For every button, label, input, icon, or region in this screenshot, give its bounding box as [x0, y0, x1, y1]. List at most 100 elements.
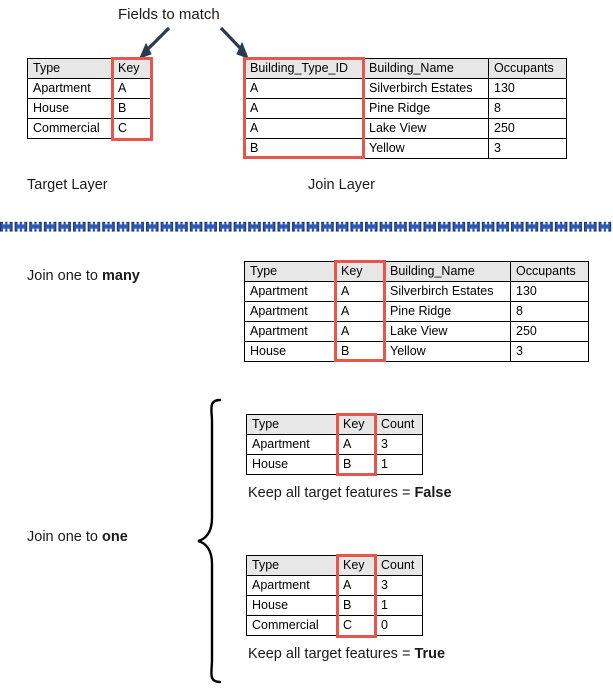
column-header: Key	[335, 261, 385, 282]
table-row: Apartment A Lake View 250	[244, 321, 589, 342]
cell: 3	[488, 138, 567, 159]
cell: Apartment	[244, 281, 336, 302]
one-to-one-false-table-wrap: Type Key Count Apartment A 3 House B 1	[246, 413, 423, 476]
join-layer-caption: Join Layer	[308, 177, 375, 193]
table-row: A Pine Ridge 8	[244, 98, 567, 119]
table-row: Apartment A Pine Ridge 8	[244, 301, 589, 322]
cell: Apartment	[244, 321, 336, 342]
target-layer-table-wrap: Type Key Apartment A House B Commercial …	[27, 57, 153, 141]
cell: A	[244, 98, 364, 119]
target-layer-caption: Target Layer	[27, 177, 108, 193]
cell: 130	[510, 281, 589, 302]
keep-all-false-label: Keep all target features = False	[248, 485, 452, 502]
table-row: House B Yellow 3	[244, 341, 589, 362]
keep-all-value: True	[414, 646, 446, 662]
column-header: Building_Name	[363, 58, 489, 79]
table-row: House B 1	[246, 454, 423, 475]
cell: 0	[375, 615, 423, 636]
target-layer-table: Type Key Apartment A House B Commercial …	[27, 58, 151, 139]
column-header: Type	[244, 261, 336, 282]
cell: 1	[375, 454, 423, 475]
column-header: Occupants	[510, 261, 589, 282]
join-layer-table: Building_Type_ID Building_Name Occupants…	[244, 58, 567, 159]
cell: C	[337, 615, 376, 636]
cell: A	[335, 281, 385, 302]
curly-brace-icon	[197, 398, 222, 684]
table-row: Apartment A 3	[246, 575, 423, 596]
table-header-row: Type Key Building_Name Occupants	[244, 261, 589, 282]
join-one-to-many-label: Join one to many	[27, 268, 140, 285]
one-to-one-false-table: Type Key Count Apartment A 3 House B 1	[246, 414, 423, 475]
cell: B	[337, 595, 376, 616]
fields-to-match-label: Fields to match	[118, 6, 220, 23]
cell: House	[244, 341, 336, 362]
join-layer-table-wrap: Building_Type_ID Building_Name Occupants…	[243, 57, 567, 159]
dashed-divider-icon	[0, 220, 613, 234]
cell: Silverbirch Estates	[384, 281, 511, 302]
table-row: Apartment A	[27, 78, 151, 99]
table-row: House B	[27, 98, 151, 119]
keep-all-prefix: Keep all target features =	[248, 646, 415, 662]
table-row: A Silverbirch Estates 130	[244, 78, 567, 99]
column-header: Type	[246, 414, 338, 435]
cell: A	[337, 434, 376, 455]
cell: B	[112, 98, 151, 119]
table-row: Apartment A 3	[246, 434, 423, 455]
cell: 250	[488, 118, 567, 139]
join-one-to-many-emphasis: many	[101, 268, 140, 284]
cell: House	[246, 454, 338, 475]
column-header: Building_Name	[384, 261, 511, 282]
join-one-to-one-emphasis: one	[101, 529, 128, 545]
cell: Apartment	[246, 575, 338, 596]
cell: Commercial	[27, 118, 113, 139]
cell: 130	[488, 78, 567, 99]
join-one-to-one-label: Join one to one	[27, 529, 128, 546]
column-header: Type	[246, 555, 338, 576]
cell: Yellow	[363, 138, 489, 159]
join-one-to-one-prefix: Join one to	[27, 529, 102, 545]
cell: Apartment	[246, 434, 338, 455]
column-header: Key	[337, 555, 376, 576]
cell: 3	[510, 341, 589, 362]
cell: House	[246, 595, 338, 616]
table-row: Apartment A Silverbirch Estates 130	[244, 281, 589, 302]
table-row: House B 1	[246, 595, 423, 616]
table-header-row: Type Key Count	[246, 555, 423, 576]
arrow-down-right-icon	[219, 26, 249, 59]
column-header: Occupants	[488, 58, 567, 79]
cell: 250	[510, 321, 589, 342]
cell: 1	[375, 595, 423, 616]
join-one-to-many-prefix: Join one to	[27, 268, 102, 284]
one-to-many-result-table: Type Key Building_Name Occupants Apartme…	[244, 261, 589, 362]
cell: Commercial	[246, 615, 338, 636]
column-header: Type	[27, 58, 113, 79]
one-to-one-true-table: Type Key Count Apartment A 3 House B 1 C…	[246, 555, 423, 636]
cell: B	[335, 341, 385, 362]
table-header-row: Type Key Count	[246, 414, 423, 435]
cell: 3	[375, 434, 423, 455]
table-header-row: Type Key	[27, 58, 151, 79]
column-header: Key	[337, 414, 376, 435]
cell: A	[337, 575, 376, 596]
one-to-one-true-table-wrap: Type Key Count Apartment A 3 House B 1 C…	[246, 554, 423, 638]
cell: B	[244, 138, 364, 159]
column-header: Count	[375, 414, 423, 435]
column-header: Count	[375, 555, 423, 576]
cell: Pine Ridge	[384, 301, 511, 322]
cell: Apartment	[27, 78, 113, 99]
cell: B	[337, 454, 376, 475]
table-row: A Lake View 250	[244, 118, 567, 139]
cell: A	[244, 118, 364, 139]
cell: Lake View	[363, 118, 489, 139]
table-row: B Yellow 3	[244, 138, 567, 159]
cell: House	[27, 98, 113, 119]
keep-all-true-label: Keep all target features = True	[248, 646, 445, 663]
cell: 8	[510, 301, 589, 322]
column-header: Building_Type_ID	[244, 58, 364, 79]
table-header-row: Building_Type_ID Building_Name Occupants	[244, 58, 567, 79]
cell: 8	[488, 98, 567, 119]
keep-all-prefix: Keep all target features =	[248, 485, 415, 501]
cell: A	[335, 301, 385, 322]
arrow-down-left-icon	[139, 26, 171, 59]
one-to-many-result-table-wrap: Type Key Building_Name Occupants Apartme…	[244, 260, 589, 362]
